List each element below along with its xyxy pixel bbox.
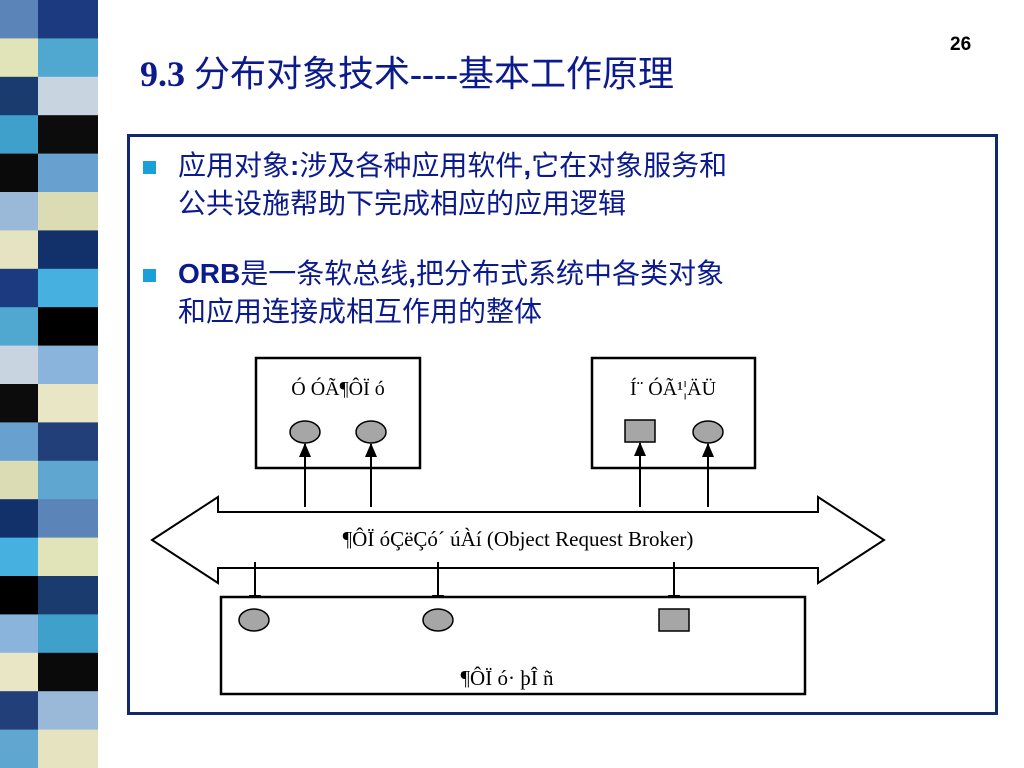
stripe-segment — [38, 268, 98, 308]
title-dashes: ---- — [410, 54, 458, 94]
title-section-number: 9.3 — [140, 54, 194, 94]
facility-square-node — [624, 419, 656, 443]
common-facilities-box: Í¨ ÓÃ¹¦ÄÜ — [590, 356, 757, 470]
stripe-segment — [0, 384, 38, 423]
stripe-segment — [38, 153, 98, 193]
stripe-segment — [38, 422, 98, 462]
stripe-segment — [0, 192, 38, 231]
text-run: 应用对象 — [178, 149, 291, 182]
orb-label: ¶ÔÏ óÇëÇó´ úÀí (Object Request Broker) — [343, 527, 694, 551]
page-number: 26 — [950, 34, 972, 55]
stripe-segment — [38, 729, 98, 768]
stripe-segment — [0, 460, 38, 500]
stripe-segment — [0, 345, 38, 385]
bullet-1-text: 应用对象:涉及各种应用软件,它在对象服务和 公共设施帮助下完成相应的应用逻辑 — [178, 147, 978, 223]
app-objects-box: Ó ÓÃ¶ÔÏ ó — [254, 356, 422, 470]
stripe-segment — [0, 691, 38, 731]
stripe-segment — [0, 576, 38, 615]
stripe-segment — [38, 384, 98, 423]
slide-title: 9.3 分布对象技术----基本工作原理 — [140, 44, 674, 104]
stripe-segment — [0, 614, 38, 654]
stripe-segment — [0, 422, 38, 462]
text-run: 公共设施帮助下完成相应的应用逻辑 — [178, 187, 627, 220]
stripe-segment — [0, 230, 38, 270]
stripe-segment — [0, 652, 38, 692]
app-object-node — [289, 420, 321, 444]
text-run: ORB — [178, 258, 241, 289]
stripe-segment — [38, 537, 98, 577]
stripe-segment — [38, 691, 98, 731]
text-run: , — [408, 258, 417, 289]
bullet-line: 应用对象:涉及各种应用软件,它在对象服务和 — [178, 147, 978, 185]
title-suffix: 基本工作原理 — [457, 54, 674, 95]
stripe-segment — [38, 307, 98, 347]
bullet-line: 公共设施帮助下完成相应的应用逻辑 — [178, 185, 978, 223]
stripe-segment — [38, 576, 98, 615]
service-object-node — [238, 608, 270, 632]
stripe-segment — [0, 537, 38, 577]
common-facilities-label: Í¨ ÓÃ¹¦ÄÜ — [630, 376, 717, 400]
text-run: : — [290, 150, 300, 181]
stripe-segment — [38, 115, 98, 155]
stripe-segment — [0, 38, 38, 78]
app-object-node — [355, 420, 387, 444]
stripe-segment — [38, 192, 98, 231]
stripe-segment — [38, 460, 98, 500]
app-objects-label: Ó ÓÃ¶ÔÏ ó — [291, 376, 385, 400]
text-run: 它在对象服务和 — [531, 149, 728, 182]
service-square-node — [658, 608, 690, 632]
stripe-segment — [38, 38, 98, 78]
stripe-segment — [0, 153, 38, 193]
text-run: 把分布式系统中各类对象 — [416, 257, 725, 290]
stripe-segment — [0, 307, 38, 347]
stripe-segment — [0, 0, 38, 39]
text-run: 涉及各种应用软件 — [299, 149, 524, 182]
stripe-segment — [38, 499, 98, 539]
stripe-segment — [38, 652, 98, 692]
orb-bus: ¶ÔÏ óÇëÇó´ úÀí (Object Request Broker) — [150, 495, 886, 585]
title-main-text: 分布对象技术 — [194, 54, 411, 95]
content-frame — [127, 134, 998, 715]
stripe-segment — [38, 230, 98, 270]
text-run: 和应用连接成相互作用的整体 — [178, 295, 543, 328]
stripe-segment — [38, 614, 98, 654]
stripe-segment — [0, 729, 38, 768]
stripe-segment — [0, 499, 38, 539]
bullet-line: ORB是一条软总线,把分布式系统中各类对象 — [178, 255, 978, 293]
stripe-segment — [38, 345, 98, 385]
stripe-segment — [0, 76, 38, 116]
stripe-segment — [0, 115, 38, 155]
decorative-stripe-bar — [0, 0, 98, 768]
stripe-segment — [38, 0, 98, 39]
text-run: , — [523, 150, 532, 181]
object-services-label: ¶ÔÏ ó· þÎ ñ — [461, 666, 554, 690]
object-services-box: ¶ÔÏ ó· þÎ ñ — [219, 595, 807, 696]
bullet-2-text: ORB是一条软总线,把分布式系统中各类对象 和应用连接成相互作用的整体 — [178, 255, 978, 331]
service-object-node — [422, 608, 454, 632]
text-run: 是一条软总线 — [240, 257, 409, 290]
bullet-square-icon — [143, 269, 156, 282]
facility-object-node — [692, 420, 724, 444]
bullet-line: 和应用连接成相互作用的整体 — [178, 293, 978, 331]
stripe-segment — [0, 268, 38, 308]
stripe-segment — [38, 76, 98, 116]
bullet-square-icon — [143, 161, 156, 174]
